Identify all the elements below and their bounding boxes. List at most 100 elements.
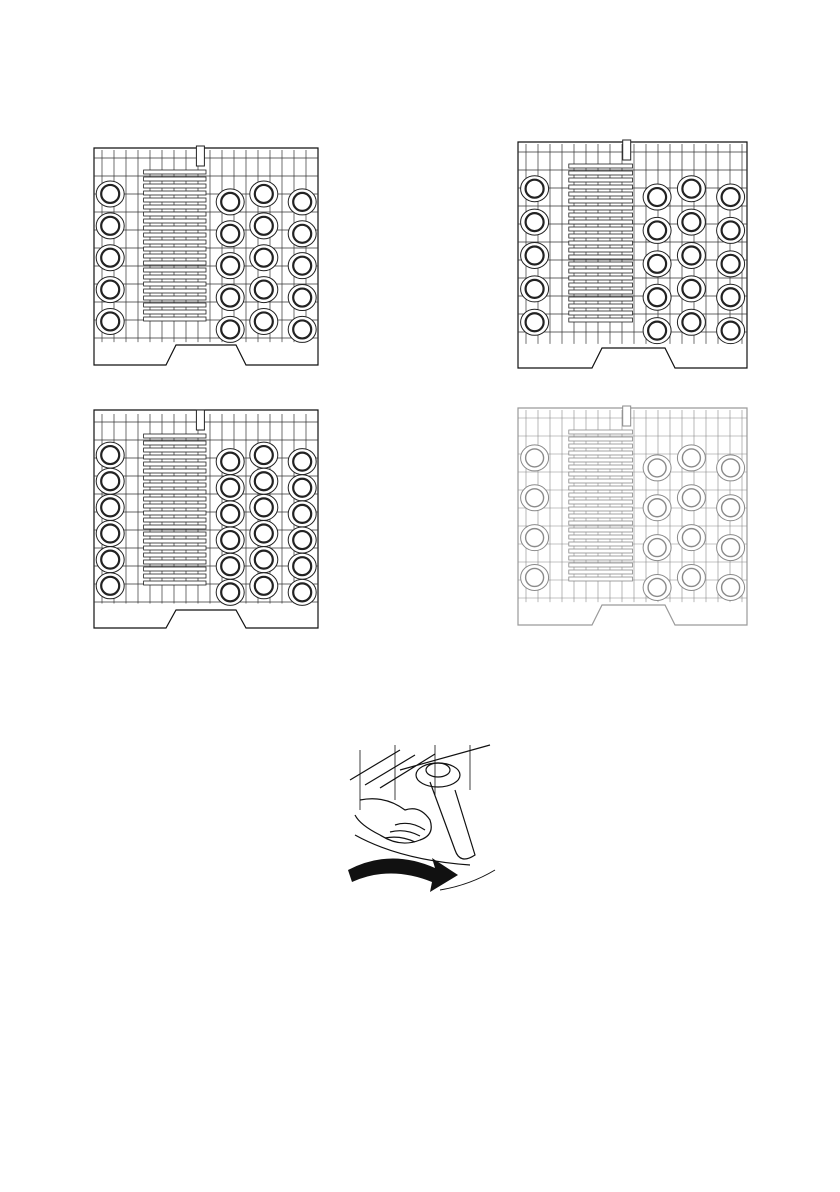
glass [250, 213, 278, 239]
plate [144, 497, 206, 501]
glass [717, 251, 745, 277]
glass [216, 189, 244, 215]
plate [569, 234, 633, 238]
plate [144, 198, 206, 202]
rack-loading-illustration-3 [86, 404, 326, 636]
glass [216, 449, 244, 475]
glass [250, 494, 278, 520]
spray-arm-rotation-illustration [340, 740, 500, 895]
plate [569, 528, 633, 532]
glass [288, 449, 316, 475]
glass [677, 445, 705, 471]
glass [521, 209, 549, 235]
glass [216, 285, 244, 311]
plate [569, 542, 633, 546]
plate [144, 310, 206, 314]
glass [250, 442, 278, 468]
plate [569, 577, 633, 581]
glass [216, 501, 244, 527]
plate [144, 553, 206, 557]
glass [717, 495, 745, 521]
plate [144, 546, 206, 550]
glass [717, 455, 745, 481]
glass [250, 308, 278, 334]
plate [569, 255, 633, 259]
glass [717, 574, 745, 600]
glass [96, 442, 124, 468]
plate [569, 465, 633, 469]
plate [144, 441, 206, 445]
rack-loading-illustration-2 [510, 134, 755, 378]
glass [288, 285, 316, 311]
rack-loading-illustration-1 [86, 140, 326, 375]
glass [96, 308, 124, 334]
glass [96, 547, 124, 573]
glass [250, 468, 278, 494]
plate [569, 549, 633, 553]
plate [569, 486, 633, 490]
plate [569, 185, 633, 189]
plate [144, 226, 206, 230]
plate [144, 247, 206, 251]
glass [717, 535, 745, 561]
plate [569, 479, 633, 483]
plate [144, 275, 206, 279]
plate [144, 240, 206, 244]
glass [288, 189, 316, 215]
plate [144, 532, 206, 536]
glass [250, 181, 278, 207]
spray-nozzle [196, 410, 204, 430]
glass [717, 284, 745, 310]
plate [144, 205, 206, 209]
glass [96, 494, 124, 520]
glass [643, 318, 671, 344]
glass [96, 213, 124, 239]
plate [569, 213, 633, 217]
plate [569, 311, 633, 315]
glass [677, 564, 705, 590]
glass [288, 253, 316, 279]
glass [216, 579, 244, 605]
rack-drawing [86, 140, 326, 375]
plate [144, 462, 206, 466]
plate [144, 490, 206, 494]
glass [250, 573, 278, 599]
glass [717, 184, 745, 210]
glass [677, 525, 705, 551]
glass [521, 485, 549, 511]
rack-drawing [510, 134, 755, 378]
plate [569, 171, 633, 175]
glass [677, 176, 705, 202]
plate [144, 581, 206, 585]
glass [521, 445, 549, 471]
glass [216, 221, 244, 247]
glass [96, 277, 124, 303]
plate [144, 567, 206, 571]
plate [144, 212, 206, 216]
glass [96, 468, 124, 494]
glass [288, 316, 316, 342]
plate [569, 220, 633, 224]
glass [677, 276, 705, 302]
glass [643, 251, 671, 277]
spray-nozzle [196, 146, 204, 166]
glass [643, 284, 671, 310]
plate [144, 434, 206, 438]
plate [144, 511, 206, 515]
glass [521, 564, 549, 590]
glass [521, 176, 549, 202]
plate [144, 504, 206, 508]
plate [144, 539, 206, 543]
plate [569, 521, 633, 525]
plate [144, 455, 206, 459]
plate [144, 170, 206, 174]
plate [569, 563, 633, 567]
glass [643, 535, 671, 561]
plate [569, 556, 633, 560]
plate [569, 430, 633, 434]
plate [144, 233, 206, 237]
plate [569, 507, 633, 511]
glass [216, 475, 244, 501]
plate [569, 297, 633, 301]
plate [144, 184, 206, 188]
